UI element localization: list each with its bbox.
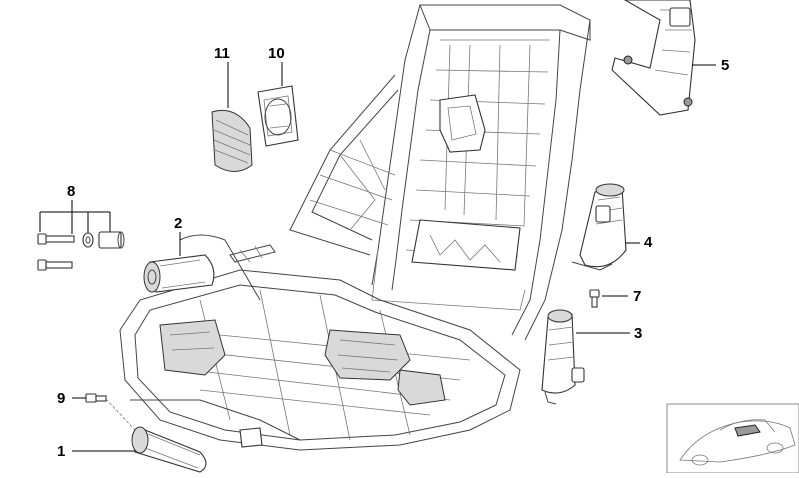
callout-11: 11 [214, 45, 230, 62]
part-4-motor [571, 183, 640, 271]
callout-10: 10 [268, 45, 285, 62]
callout-8: 8 [67, 183, 76, 200]
callout-7: 7 [633, 288, 642, 305]
part-5-bracket [611, 0, 716, 116]
vehicle-thumbnail [666, 403, 799, 474]
callout-9: 9 [57, 390, 66, 407]
cushion-frame [119, 234, 521, 451]
callout-2: 2 [174, 215, 183, 232]
part-7-screw [589, 289, 628, 308]
part-2-motor [143, 232, 215, 293]
callout-5: 5 [721, 57, 730, 74]
callout-4: 4 [644, 234, 653, 251]
part-8-fasteners [37, 200, 125, 271]
callout-1: 1 [57, 443, 66, 460]
part-9-screw [72, 393, 136, 431]
part-1-motor [72, 426, 207, 473]
backrest-frame [289, 4, 591, 341]
part-3-motor [541, 309, 630, 405]
callout-3: 3 [634, 325, 643, 342]
part-10-ring [257, 62, 299, 147]
part-11-cover [211, 62, 253, 172]
